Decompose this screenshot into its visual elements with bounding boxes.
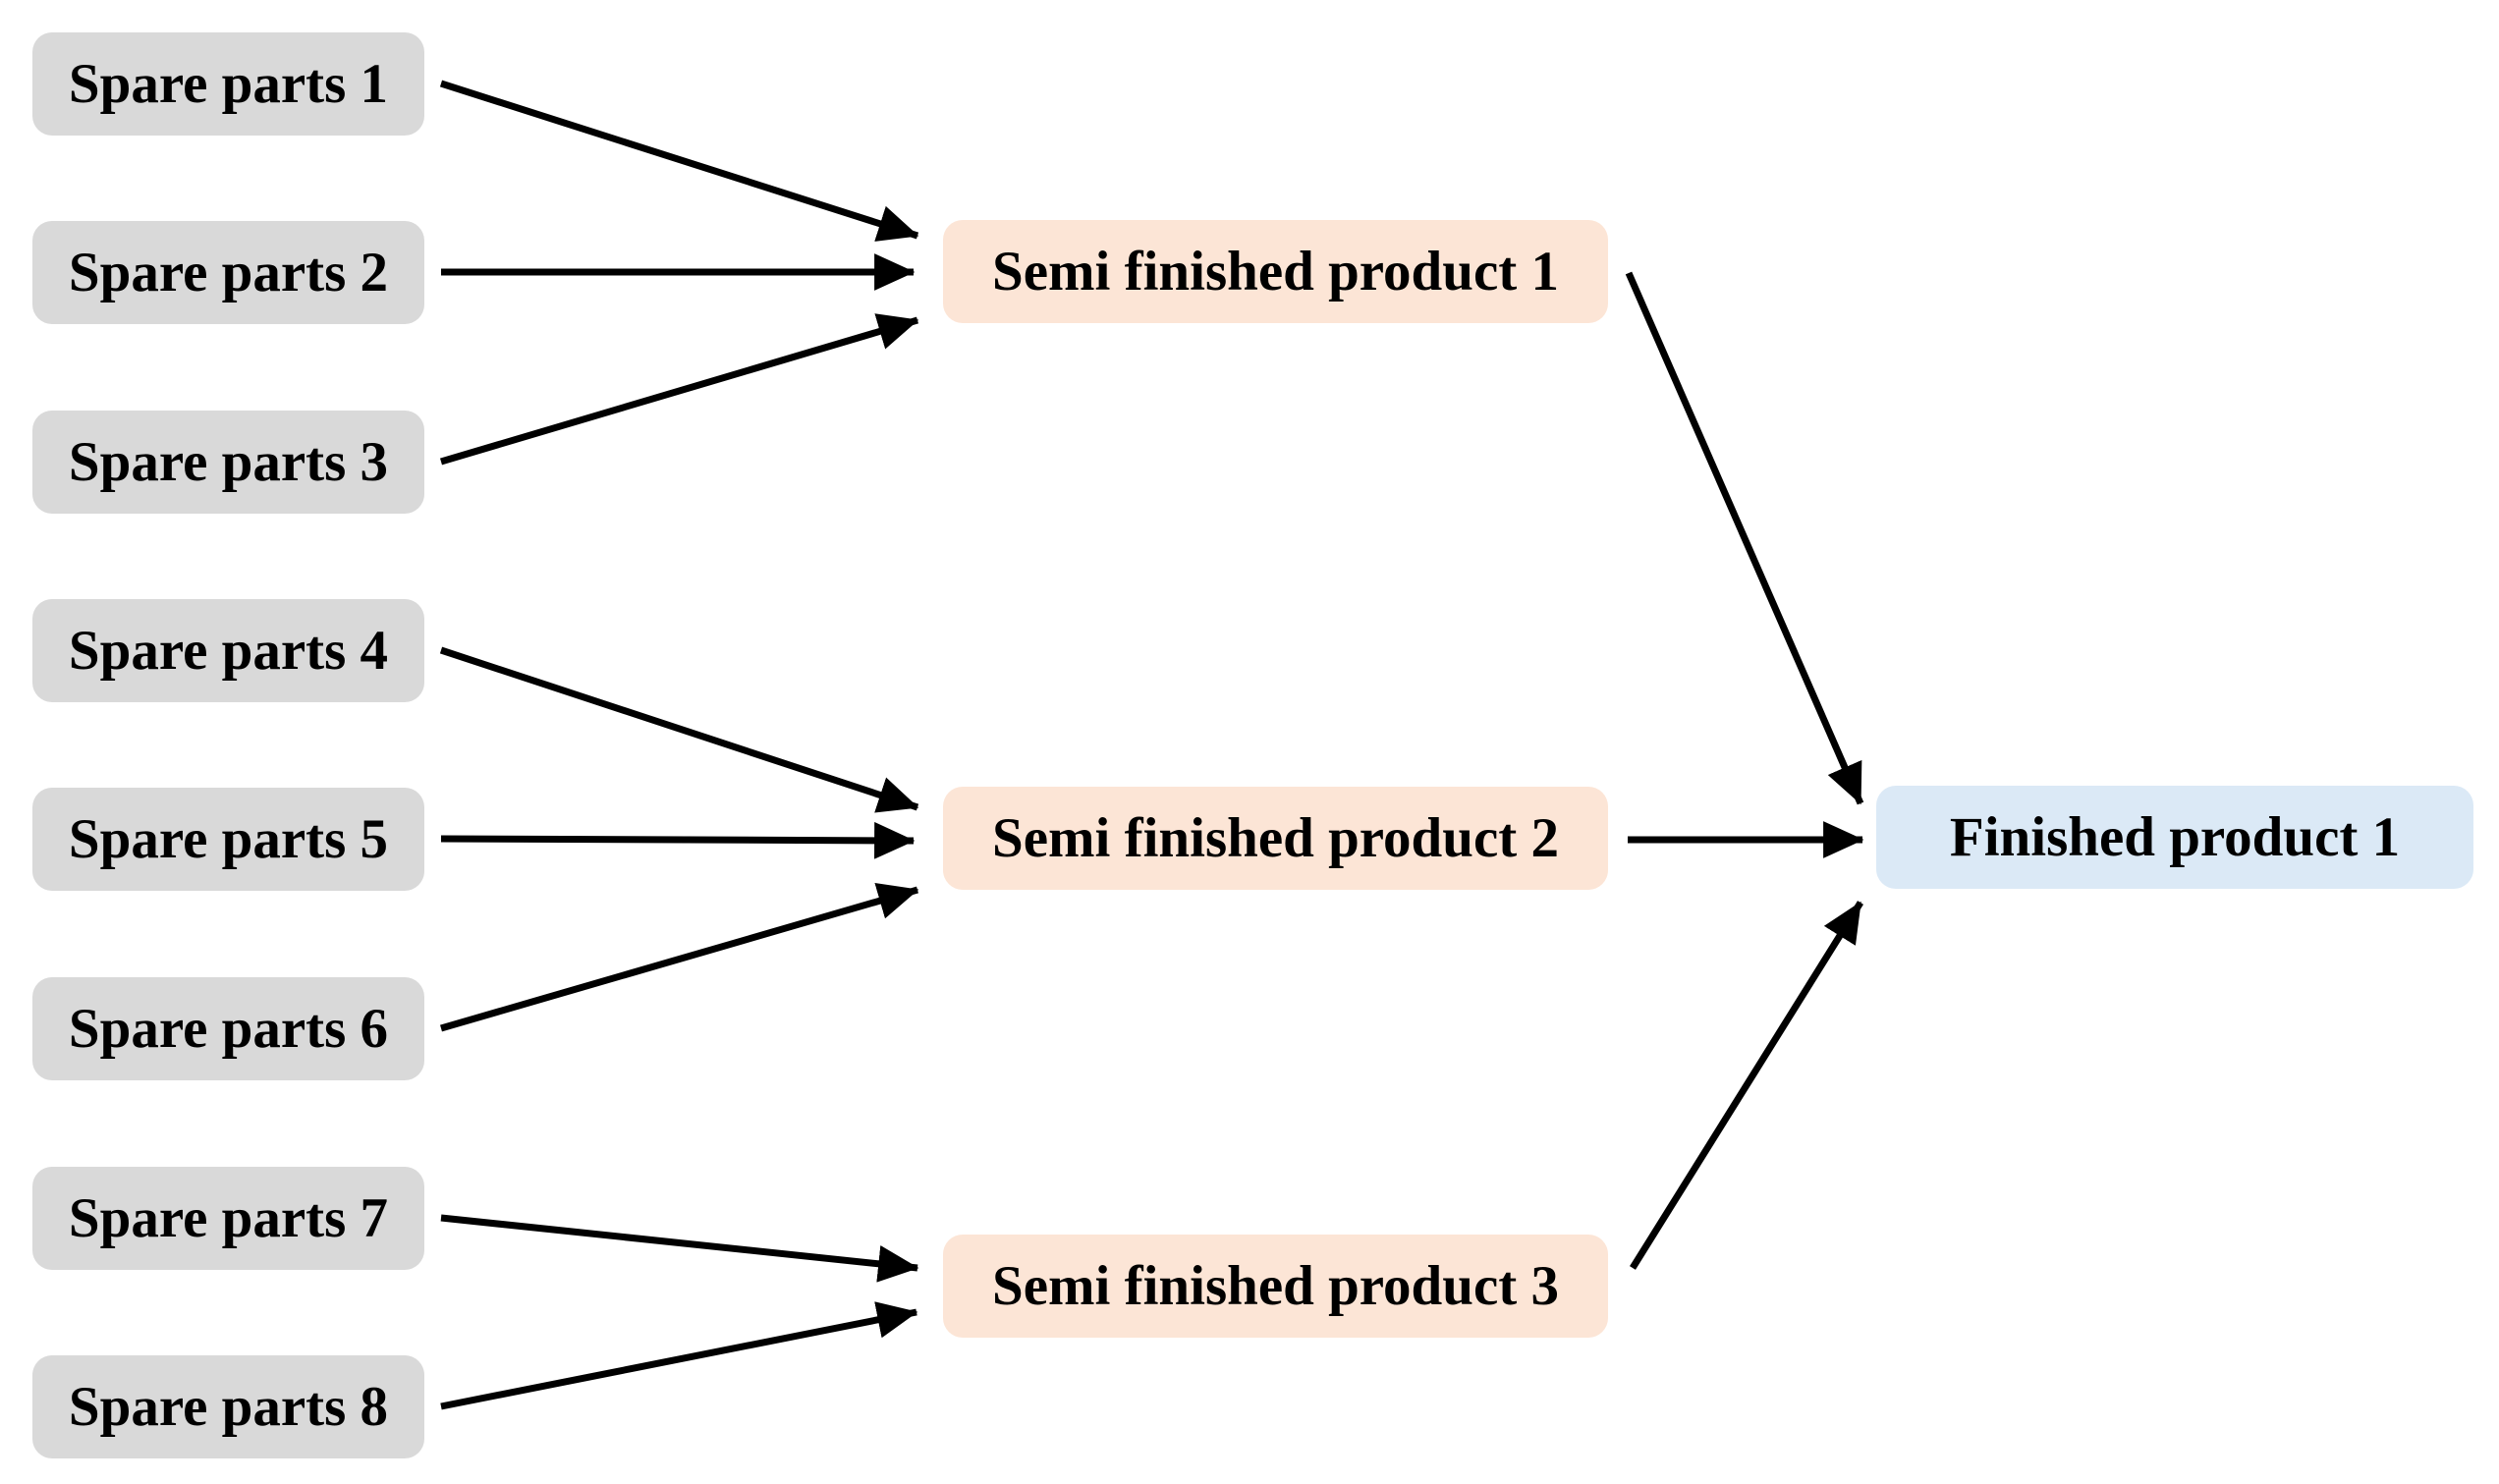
node-label: Spare parts 4 [68, 620, 389, 682]
node-label: Spare parts 1 [68, 53, 389, 115]
node-label: Finished product 1 [1949, 806, 2401, 868]
node-label: Spare parts 5 [68, 808, 389, 870]
node-label: Semi finished product 3 [992, 1255, 1559, 1317]
node-label: Spare parts 2 [68, 242, 389, 303]
node-label: Semi finished product 1 [992, 241, 1559, 302]
node-label: Spare parts 8 [68, 1376, 389, 1438]
node-spare-parts-4: Spare parts 4 [32, 599, 424, 702]
edge-spare8-semi3 [440, 1301, 918, 1410]
edge-spare7-semi3 [440, 1214, 919, 1283]
node-spare-parts-5: Spare parts 5 [32, 788, 424, 891]
edge-semi1-finished1 [1625, 271, 1864, 805]
node-finished-product-1: Finished product 1 [1876, 786, 2473, 889]
node-semi-finished-product-3: Semi finished product 3 [943, 1235, 1608, 1338]
node-semi-finished-product-2: Semi finished product 2 [943, 787, 1608, 890]
node-spare-parts-2: Spare parts 2 [32, 221, 424, 324]
node-spare-parts-3: Spare parts 3 [32, 411, 424, 514]
edge-spare4-semi2 [439, 646, 919, 813]
node-label: Spare parts 3 [68, 431, 389, 493]
node-spare-parts-1: Spare parts 1 [32, 32, 424, 136]
node-spare-parts-6: Spare parts 6 [32, 977, 424, 1080]
edge-semi3-finished1 [1630, 901, 1863, 1270]
edge-spare3-semi1 [440, 313, 919, 466]
edge-spare1-semi1 [439, 80, 919, 242]
node-label: Semi finished product 2 [992, 807, 1559, 869]
node-semi-finished-product-1: Semi finished product 1 [943, 220, 1608, 323]
node-spare-parts-7: Spare parts 7 [32, 1167, 424, 1270]
node-label: Spare parts 6 [68, 998, 389, 1060]
node-spare-parts-8: Spare parts 8 [32, 1355, 424, 1458]
edge-spare5-semi2 [440, 821, 916, 859]
node-label: Spare parts 7 [68, 1187, 389, 1249]
edge-spare6-semi2 [440, 882, 919, 1032]
